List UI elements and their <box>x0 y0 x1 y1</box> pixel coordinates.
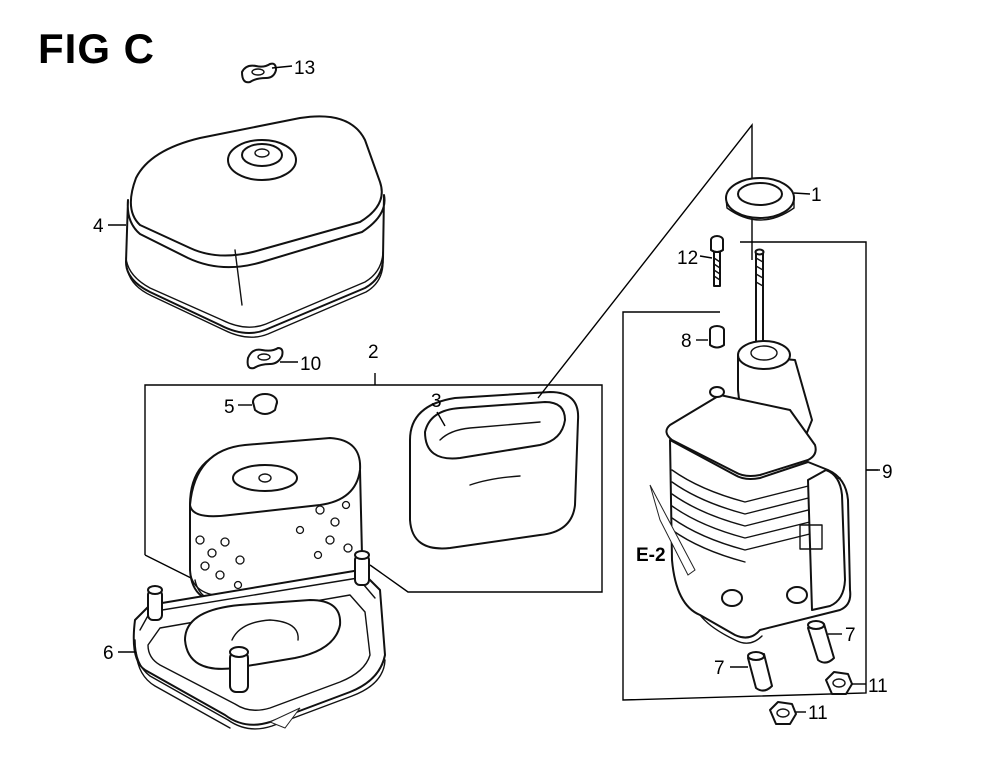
callout-1: 1 <box>811 185 822 206</box>
long-stud <box>754 248 765 353</box>
callout-8: 8 <box>681 331 692 352</box>
callout-10: 10 <box>300 354 321 375</box>
callout-7-left: 7 <box>714 658 725 679</box>
leader-3 <box>436 411 446 427</box>
leader-1 <box>793 192 811 195</box>
part-7-pipe-right <box>807 620 835 664</box>
part-8-collar <box>709 325 725 349</box>
part-5-grommet <box>252 393 278 415</box>
figure-title: FIG C <box>38 25 155 72</box>
part-6-air-cleaner-base <box>132 550 386 730</box>
leader-13 <box>271 65 293 69</box>
callout-5: 5 <box>224 397 235 418</box>
callout-6: 6 <box>103 643 114 664</box>
callout-11-right: 11 <box>868 676 888 697</box>
callout-11-left: 11 <box>808 703 828 724</box>
callout-3: 3 <box>431 391 442 412</box>
callout-7-right: 7 <box>845 625 856 646</box>
callout-4: 4 <box>93 216 104 237</box>
leader-12 <box>699 255 713 259</box>
reference-e2: E-2 <box>636 545 666 566</box>
part-10-wing-nut <box>246 347 284 370</box>
part-3-foam-filter <box>409 391 580 550</box>
callout-9: 9 <box>882 462 893 483</box>
part-9-elbow-housing <box>649 340 852 644</box>
callout-2: 2 <box>368 342 379 363</box>
part-11-nut-left <box>769 701 797 725</box>
part-1-seal-ring <box>725 177 795 221</box>
part-13-wing-nut <box>241 62 277 84</box>
part-11-nut-right <box>825 671 853 695</box>
part-12-bolt <box>710 235 724 287</box>
part-7-pipe-left <box>747 651 773 692</box>
part-4-air-cleaner-cover <box>125 115 386 338</box>
callout-12: 12 <box>677 248 698 269</box>
callout-13: 13 <box>294 58 315 79</box>
